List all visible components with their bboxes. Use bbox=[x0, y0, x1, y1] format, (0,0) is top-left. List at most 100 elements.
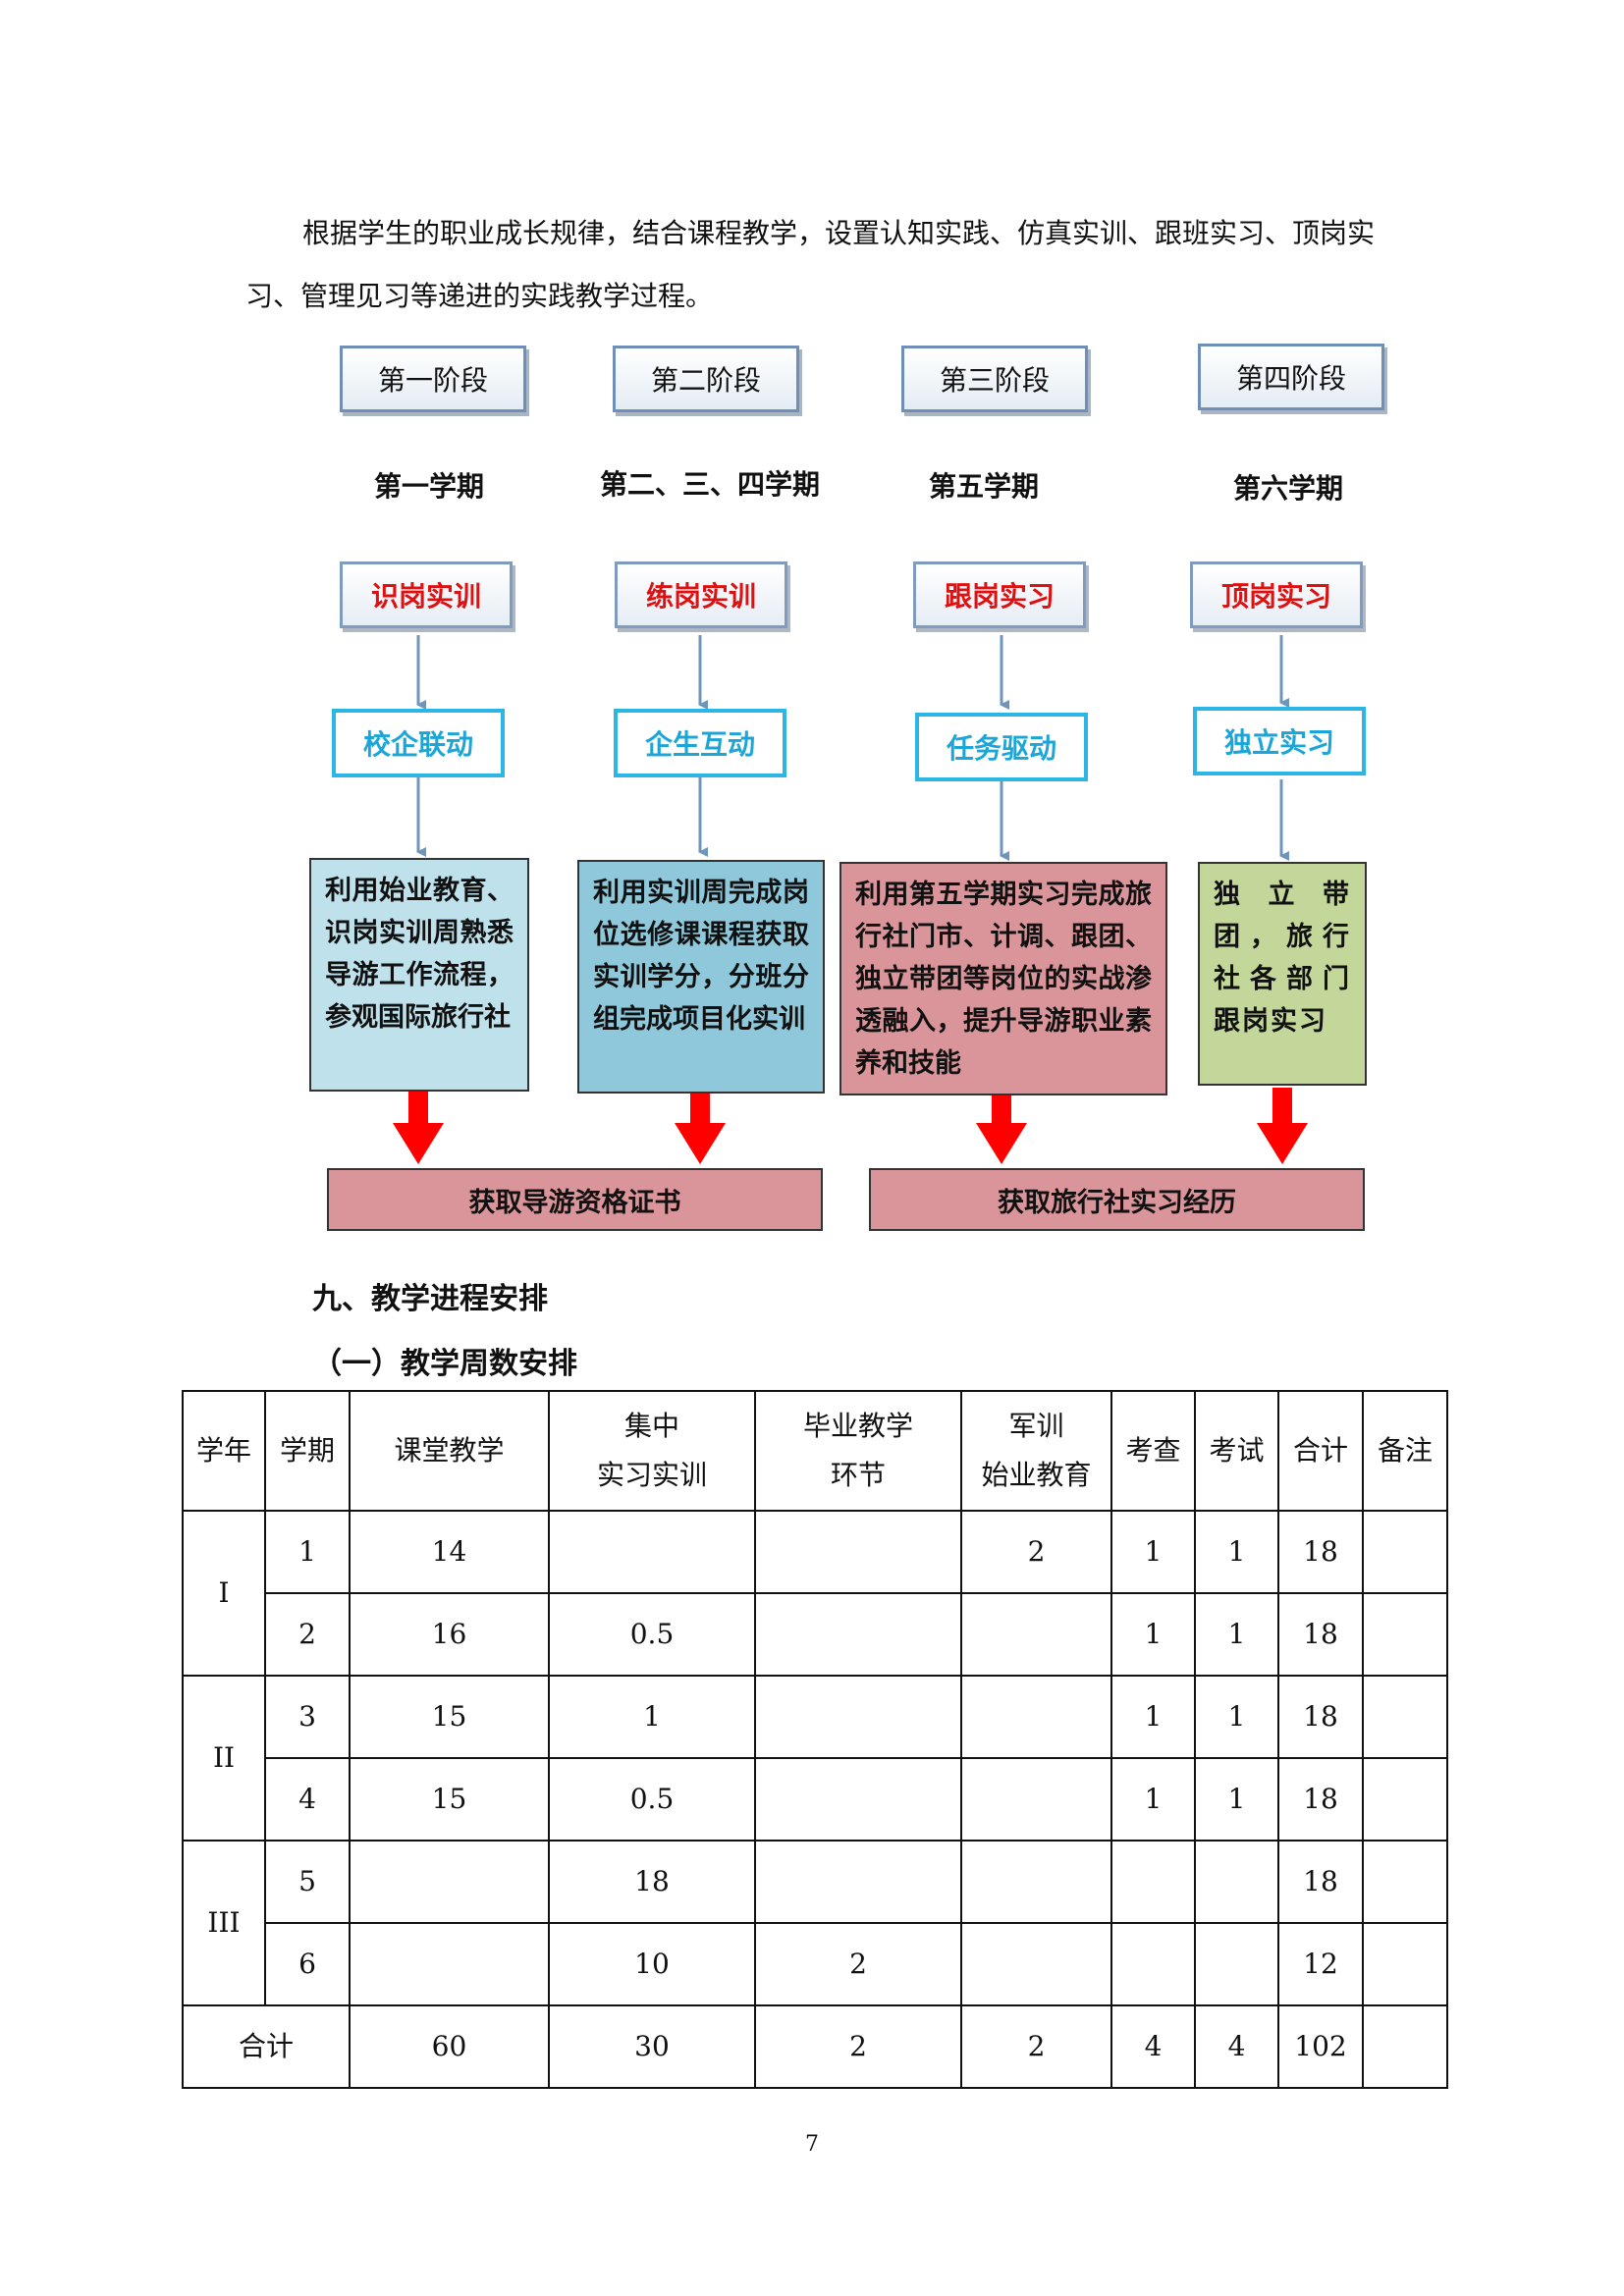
flow-arrows bbox=[393, 635, 1308, 1164]
header-graduation-line2: 环节 bbox=[830, 1459, 886, 1491]
total-sum-cell: 102 bbox=[1277, 2004, 1364, 2089]
practice-box-4: 顶岗实习 bbox=[1190, 561, 1363, 628]
intern-cell: 0.5 bbox=[548, 1592, 756, 1677]
class-cell: 15 bbox=[349, 1675, 550, 1759]
header-internship-line2: 实习实训 bbox=[596, 1459, 707, 1491]
class-cell: 14 bbox=[349, 1510, 550, 1594]
class-cell bbox=[349, 1840, 550, 1924]
term-cell: 4 bbox=[264, 1757, 351, 1842]
intern-cell: 0.5 bbox=[548, 1757, 756, 1842]
header-internship: 集中 实习实训 bbox=[548, 1390, 756, 1512]
header-military: 军训 始业教育 bbox=[960, 1390, 1112, 1512]
table-row: 4 15 0.5 1 1 18 bbox=[183, 1757, 1448, 1842]
section-subheading: （一）教学周数安排 bbox=[312, 1347, 577, 1381]
header-military-line1: 军训 bbox=[1008, 1410, 1064, 1442]
teaching-weeks-table: 学年 学期 课堂教学 集中 实习实训 毕业教学 环节 军训 始业教育 考查 考试… bbox=[182, 1390, 1448, 2089]
table-row: 2 16 0.5 1 1 18 bbox=[183, 1592, 1448, 1677]
intern-sum-cell: 30 bbox=[548, 2004, 756, 2089]
red-arrow-3 bbox=[976, 1090, 1027, 1164]
intern-cell: 18 bbox=[548, 1840, 756, 1924]
note-cell bbox=[1362, 1757, 1448, 1842]
total-label-cell: 合计 bbox=[182, 2004, 351, 2089]
note-sum-cell bbox=[1362, 2004, 1448, 2089]
mil-cell bbox=[960, 1675, 1112, 1759]
note-cell bbox=[1362, 1675, 1448, 1759]
class-cell: 16 bbox=[349, 1592, 550, 1677]
total-cell: 18 bbox=[1277, 1757, 1364, 1842]
note-cell bbox=[1362, 1510, 1448, 1594]
header-military-line2: 始业教育 bbox=[981, 1459, 1092, 1491]
class-cell bbox=[349, 1922, 550, 2006]
grad-cell bbox=[754, 1757, 962, 1842]
exam-cell: 1 bbox=[1194, 1592, 1279, 1677]
section-heading: 九、教学进程安排 bbox=[312, 1282, 548, 1316]
term-label-4: 第六学期 bbox=[1232, 472, 1343, 505]
exam-cell bbox=[1194, 1922, 1279, 2006]
total-cell: 18 bbox=[1277, 1592, 1364, 1677]
term-label-3: 第五学期 bbox=[928, 470, 1039, 503]
table-row: II 3 15 1 1 1 18 bbox=[182, 1675, 1448, 1842]
intern-cell: 10 bbox=[548, 1922, 756, 2006]
mil-cell bbox=[960, 1592, 1112, 1677]
term-cell: 3 bbox=[264, 1675, 351, 1759]
outcome-box-1: 获取导游资格证书 bbox=[327, 1168, 823, 1231]
blue-connector-arrows bbox=[416, 635, 1289, 861]
red-arrow-2 bbox=[675, 1090, 726, 1164]
total-cell: 18 bbox=[1277, 1510, 1364, 1594]
note-cell bbox=[1362, 1922, 1448, 2006]
mode-box-1: 校企联动 bbox=[332, 709, 505, 777]
practice-box-2: 练岗实训 bbox=[615, 561, 787, 628]
header-class-teaching: 课堂教学 bbox=[349, 1390, 550, 1512]
mil-cell: 2 bbox=[960, 1510, 1112, 1594]
term-label-1: 第一学期 bbox=[373, 470, 484, 503]
description-box-3: 利用第五学期实习完成旅行社门市、计调、跟团、独立带团等岗位的实战渗透融入，提升导… bbox=[839, 862, 1167, 1095]
check-cell: 1 bbox=[1110, 1757, 1196, 1842]
header-exam: 考试 bbox=[1194, 1390, 1279, 1512]
mil-cell bbox=[960, 1757, 1112, 1842]
description-box-4: 独立带团，旅行社各部门跟岗实习 bbox=[1198, 862, 1367, 1086]
stage-box-4: 第四阶段 bbox=[1198, 344, 1384, 410]
table-header-row: 学年 学期 课堂教学 集中 实习实训 毕业教学 环节 军训 始业教育 考查 考试… bbox=[182, 1390, 1448, 1512]
header-note: 备注 bbox=[1362, 1390, 1448, 1512]
exam-cell: 1 bbox=[1194, 1675, 1279, 1759]
stage-box-1: 第一阶段 bbox=[340, 346, 526, 412]
header-internship-line1: 集中 bbox=[623, 1410, 679, 1442]
stage-box-2: 第二阶段 bbox=[613, 346, 799, 412]
term-label-2: 第二、三、四学期 bbox=[599, 468, 820, 501]
red-arrow-4 bbox=[1257, 1088, 1308, 1164]
red-arrow-1 bbox=[393, 1090, 444, 1164]
description-box-2: 利用实训周完成岗位选修课课程获取实训学分，分班分组完成项目化实训 bbox=[577, 860, 825, 1094]
mil-sum-cell: 2 bbox=[960, 2004, 1112, 2089]
intern-cell bbox=[548, 1510, 756, 1594]
table-row: III 5 18 18 bbox=[182, 1840, 1448, 2006]
intro-paragraph: 根据学生的职业成长规律，结合课程教学，设置认知实践、仿真实训、跟班实习、顶岗实习… bbox=[245, 217, 1376, 312]
check-cell: 1 bbox=[1110, 1675, 1196, 1759]
practice-box-1: 识岗实训 bbox=[340, 561, 513, 628]
table-row: 6 10 2 12 bbox=[183, 1922, 1448, 2006]
grad-cell bbox=[754, 1592, 962, 1677]
class-sum-cell: 60 bbox=[349, 2004, 550, 2089]
mil-cell bbox=[960, 1922, 1112, 2006]
check-sum-cell: 4 bbox=[1110, 2004, 1196, 2089]
check-cell bbox=[1110, 1840, 1196, 1924]
practice-box-3: 跟岗实习 bbox=[913, 561, 1086, 628]
mode-box-3: 任务驱动 bbox=[915, 713, 1088, 781]
year-cell: I bbox=[182, 1510, 266, 1677]
red-outcome-arrows bbox=[393, 1088, 1308, 1164]
check-cell bbox=[1110, 1922, 1196, 2006]
outcome-box-2: 获取旅行社实习经历 bbox=[869, 1168, 1365, 1231]
header-check: 考查 bbox=[1110, 1390, 1196, 1512]
header-graduation-line1: 毕业教学 bbox=[802, 1410, 913, 1442]
grad-cell bbox=[754, 1675, 962, 1759]
mode-box-4: 独立实习 bbox=[1193, 707, 1366, 775]
mode-box-2: 企生互动 bbox=[614, 709, 786, 777]
check-cell: 1 bbox=[1110, 1592, 1196, 1677]
exam-cell: 1 bbox=[1194, 1510, 1279, 1594]
stage-box-3: 第三阶段 bbox=[901, 346, 1088, 412]
table-total-row: 合计 60 30 2 2 4 4 102 bbox=[182, 2004, 1448, 2089]
term-cell: 6 bbox=[264, 1922, 351, 2006]
table-row: I 1 14 2 1 1 18 bbox=[182, 1510, 1448, 1677]
description-box-1: 利用始业教育、识岗实训周熟悉导游工作流程，参观国际旅行社 bbox=[309, 858, 529, 1092]
check-cell: 1 bbox=[1110, 1510, 1196, 1594]
term-cell: 1 bbox=[264, 1510, 351, 1594]
